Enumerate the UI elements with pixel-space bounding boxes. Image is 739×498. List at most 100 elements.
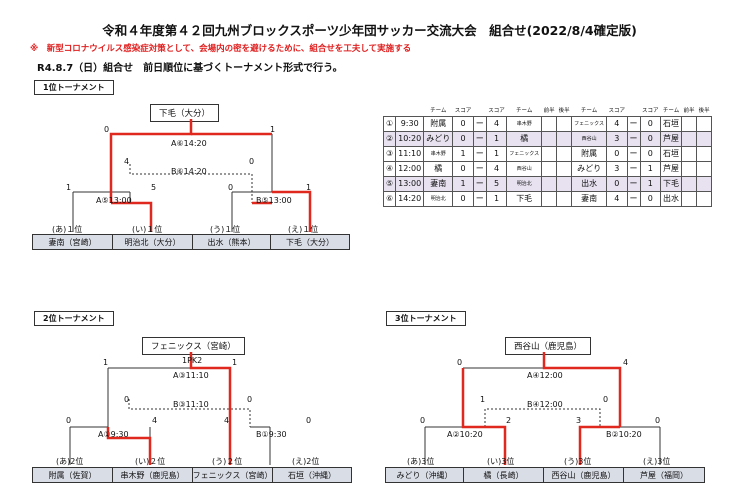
t1-semi-score-2: 5 [151, 183, 157, 192]
t1-semi-left-match: A⑤13:00 [96, 196, 132, 205]
t2-final-score-left: 1 [103, 358, 109, 367]
cell: 出水 [571, 175, 608, 192]
notice-text: ※ 新型コロナウイルス感染症対策として、会場内の密を避けるために、組合せを工夫し… [30, 44, 412, 54]
t3-semi-left-match: A②10:20 [447, 430, 483, 439]
t1-final-match: A⑥14:20 [171, 139, 207, 148]
t2-slot-1: (あ)2位 [56, 457, 84, 466]
t1-slot-2: (い)１位 [132, 225, 163, 234]
t3-team-row: みどり（沖縄） 橘（長崎） 西谷山（鹿児島） 芦屋（福岡） [385, 467, 705, 483]
cell: ー [472, 190, 487, 207]
tournament-3-winner: 西谷山（鹿児島） [505, 337, 592, 355]
cell: ー [626, 130, 641, 147]
t2-final-score-right: 1 [232, 358, 238, 367]
cell: 13:00 [395, 175, 425, 192]
cell: ー [626, 175, 641, 192]
t1-third-score-right: 0 [249, 157, 255, 166]
t2-team-row: 附属（佐賀） 串木野（鹿児島） フェニックス（宮崎） 石垣（沖縄） [32, 467, 352, 483]
t2-semi-score-2: 4 [152, 416, 158, 425]
t1-slot-1: (あ)１位 [52, 225, 83, 234]
t2-semi-left-match: A①9:30 [98, 430, 129, 439]
team-cell: 芦屋（福岡） [640, 470, 688, 480]
cell: 0 [452, 130, 474, 147]
t2-third-match: B③11:10 [173, 400, 209, 409]
cell [696, 190, 713, 207]
t2-semi-score-1: 0 [66, 416, 72, 425]
t3-slot-3: (う)3位 [564, 457, 592, 466]
t3-final-match: A④12:00 [527, 371, 563, 380]
cell: フェニックス [571, 115, 608, 132]
t1-slot-4: (え)１位 [288, 225, 319, 234]
t3-semi-score-1: 0 [420, 416, 426, 425]
t2-semi-right-match: B①9:30 [256, 430, 287, 439]
cell: 西谷山 [571, 130, 608, 147]
cell: ー [472, 145, 487, 162]
cell [556, 190, 573, 207]
t1-final-score-right: 1 [270, 125, 276, 134]
cell: ー [472, 175, 487, 192]
team-cell: 下毛（大分） [286, 237, 334, 247]
t1-final-score-left: 0 [104, 125, 110, 134]
cell: 0 [606, 175, 628, 192]
subheading: R4.8.7（日）組合せ 前日順位に基づくトーナメント形式で行う。 [37, 63, 343, 74]
tournament-3-label: 3位トーナメント [386, 311, 466, 326]
team-cell: 石垣（沖縄） [288, 470, 336, 480]
tournament-1-label: 1位トーナメント [34, 80, 114, 95]
team-cell: 妻南（宮崎） [33, 235, 113, 249]
t1-team-row: 妻南（宮崎） 明治北（大分） 出水（熊本） 下毛（大分） [32, 234, 350, 250]
tournament-2-winner: フェニックス（宮崎） [142, 337, 245, 355]
t2-semi-score-3: 4 [224, 416, 230, 425]
t3-third-match: B④12:00 [527, 400, 563, 409]
t3-third-score-left: 1 [480, 395, 486, 404]
t1-third-score-left: 4 [124, 157, 130, 166]
tournament-1-winner: 下毛（大分） [150, 104, 220, 122]
cell: ② [382, 130, 397, 147]
team-cell: 串木野（鹿児島） [113, 468, 193, 482]
t2-slot-4: (え)2位 [292, 457, 320, 466]
t1-semi-score-1: 1 [66, 183, 72, 192]
t1-semi-score-3: 0 [228, 183, 234, 192]
t3-semi-right-match: B②10:20 [606, 430, 642, 439]
t2-final-match: A③11:10 [173, 371, 209, 380]
t3-final-score-left: 0 [457, 358, 463, 367]
t1-slot-3: (う)１位 [210, 225, 241, 234]
t2-third-score-right: 0 [247, 395, 253, 404]
t2-semi-score-4: 0 [306, 416, 312, 425]
team-cell: 明治北（大分） [113, 235, 193, 249]
t2-slot-3: (う)２位 [212, 457, 243, 466]
cell: 妻南 [571, 190, 608, 207]
page-title: 令和４年度第４２回九州ブロックスポーツ少年団サッカー交流大会 組合せ(2022/… [102, 23, 637, 38]
t2-pk: 1PK2 [182, 356, 203, 365]
cell: 妻南 [423, 175, 454, 192]
t2-third-score-left: 0 [124, 395, 130, 404]
team-cell: 出水（熊本） [193, 235, 271, 249]
cell: ー [626, 190, 641, 207]
cell: ⑥ [382, 190, 397, 207]
cell: 下毛 [506, 190, 543, 207]
cell: ー [472, 130, 487, 147]
t3-semi-score-3: 3 [576, 416, 582, 425]
t1-third-match: B⑥14:20 [171, 167, 207, 176]
cell: 5 [485, 175, 508, 192]
team-cell: フェニックス（宮崎） [193, 468, 273, 482]
t3-third-score-right: 0 [603, 395, 609, 404]
cell: 1 [639, 175, 662, 192]
team-cell: 橘（長崎） [464, 468, 544, 482]
t2-slot-2: (い)２位 [135, 457, 166, 466]
cell: ー [626, 115, 641, 132]
t3-slot-1: (あ)3位 [407, 457, 435, 466]
cell: 0 [639, 130, 662, 147]
schedule-table: チーム スコア スコア チーム 前半 後半 チーム スコア スコア チーム 前半… [382, 104, 713, 207]
team-cell: みどり（沖縄） [386, 468, 464, 482]
team-cell: 西谷山（鹿児島） [544, 468, 624, 482]
cell: 10:20 [395, 130, 425, 147]
t1-semi-right-match: B⑤13:00 [256, 196, 292, 205]
t3-semi-score-2: 2 [506, 416, 512, 425]
t1-semi-score-4: 1 [306, 183, 312, 192]
cell [556, 130, 573, 147]
